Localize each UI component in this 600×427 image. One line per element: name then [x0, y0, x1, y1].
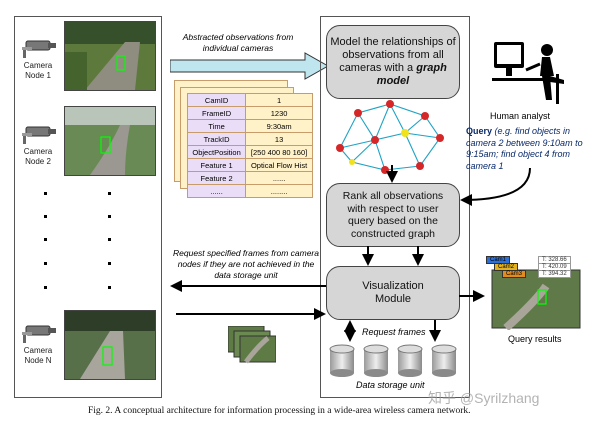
table-key: Time: [186, 119, 247, 133]
graph-node: [349, 159, 355, 165]
camera-icon: [22, 126, 56, 144]
camera-icon: [22, 40, 56, 58]
graph-node: [336, 144, 344, 152]
table-value: Optical Flow Hist: [245, 158, 313, 172]
rank-box: Rank all observations with respect to us…: [326, 183, 460, 247]
graph-node: [436, 134, 444, 142]
visualization-box: Visualization Module: [326, 266, 460, 320]
graph-node: [386, 100, 394, 108]
graph-node: [371, 136, 379, 144]
table-key: CamID: [186, 93, 247, 107]
request-frames-label: Request frames: [362, 327, 426, 337]
data-storage-icons: [329, 344, 457, 377]
arrow-query-to-rank: [460, 167, 531, 206]
database-icon: [431, 344, 457, 377]
frame-thumbnails: [228, 326, 276, 364]
database-icon: [363, 344, 389, 377]
graph-node: [421, 112, 429, 120]
table-value: 1230: [245, 106, 313, 120]
rank-text: Rank all observations with respect to us…: [342, 190, 444, 240]
graph-model-box: Model the relationships of observations …: [326, 25, 460, 99]
camera-icon: [22, 325, 56, 343]
processing-column: [320, 16, 470, 398]
visualization-text: Visualization Module: [362, 280, 424, 305]
graph-node: [401, 129, 409, 137]
table-key: ......: [186, 184, 247, 198]
graph-model-text: Model the relationships of observations …: [330, 36, 456, 74]
result-tag: Cam3 T: 394.32: [502, 270, 571, 278]
human-analyst-label: Human analyst: [490, 111, 551, 121]
camera-2-frame: [64, 106, 156, 176]
figure-caption: Fig. 2. A conceptual architecture for in…: [88, 406, 471, 416]
camera-node-2-label: Camera Node 2: [23, 147, 53, 166]
query-results-image: [491, 269, 581, 330]
graph-node: [354, 109, 362, 117]
graph-model-bold: graph model: [376, 62, 447, 87]
abstracted-observations-label: Abstracted observations from individual …: [182, 32, 294, 53]
table-key: ObjectPosition: [186, 145, 247, 159]
result-tag-value: T: 394.32: [538, 270, 571, 278]
graph-node: [416, 162, 424, 170]
database-icon: [397, 344, 423, 377]
table-value: ......: [245, 171, 313, 185]
camera-column: [14, 16, 162, 398]
query-example: (e.g. find objects in camera 2 between 9…: [466, 126, 583, 171]
human-analyst-icon: [492, 42, 564, 104]
query-bold: Query: [466, 126, 493, 136]
result-tag-label: Cam3: [502, 270, 527, 278]
watermark: 知乎 @Syrilzhang: [428, 390, 540, 406]
table-key: TrackID: [186, 132, 247, 146]
table-row: ..............: [186, 184, 313, 198]
query-text: Query (e.g. find objects in camera 2 bet…: [466, 126, 594, 172]
table-value: [250 400 80 160]: [245, 145, 313, 159]
camera-n-frame: [64, 310, 156, 380]
table-value: ........: [245, 184, 313, 198]
camera-node-1-label: Camera Node 1: [23, 61, 53, 80]
abstracted-arrow: [170, 52, 330, 80]
query-results-label: Query results: [508, 334, 562, 344]
request-specified-frames-label: Request specified frames from camera nod…: [173, 248, 319, 280]
camera-node-n-label: Camera Node N: [23, 346, 53, 365]
data-storage-label: Data storage unit: [356, 380, 425, 390]
table-row: ObjectPosition[250 400 80 160]: [186, 145, 313, 159]
table-value: 1: [245, 93, 313, 107]
camera-1-frame: [64, 21, 156, 91]
database-icon: [329, 344, 355, 377]
